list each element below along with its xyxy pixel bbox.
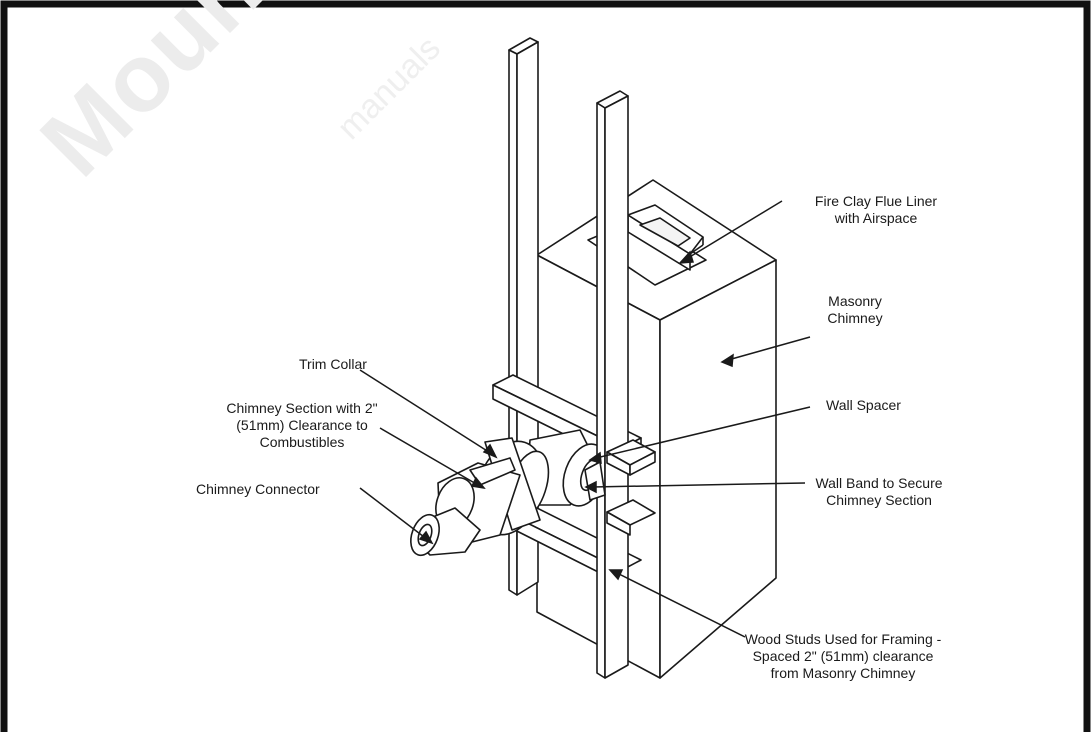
label-wall-band: Wall Band to Secure Chimney Section [796, 475, 962, 509]
leader-lines [359, 200, 811, 638]
label-flue-liner: Fire Clay Flue Liner with Airspace [783, 193, 969, 227]
label-chimney-section-line1: Chimney Section with 2" [226, 400, 378, 416]
label-trim-collar: Trim Collar [299, 356, 367, 372]
label-masonry-line1: Masonry [828, 293, 882, 309]
label-wall-spacer: Wall Spacer [826, 397, 901, 413]
label-wall-band-line2: Chimney Section [826, 492, 932, 508]
label-masonry-line2: Chimney [827, 310, 883, 326]
label-flue-liner-line2: with Airspace [834, 210, 918, 226]
label-chimney-section-line3: Combustibles [259, 434, 345, 450]
label-wood-studs: Wood Studs Used for Framing - Spaced 2" … [718, 631, 968, 682]
label-chimney-section-line2: (51mm) Clearance to [236, 417, 368, 433]
right-stud [596, 90, 629, 679]
label-flue-liner-line1: Fire Clay Flue Liner [814, 193, 938, 209]
label-wood-studs-line2: Spaced 2" (51mm) clearance [752, 648, 934, 664]
wall-band [584, 461, 606, 501]
label-chimney-section: Chimney Section with 2" (51mm) Clearance… [202, 400, 402, 451]
label-masonry-chimney: Masonry Chimney [815, 293, 895, 327]
label-wood-studs-line3: from Masonry Chimney [770, 665, 916, 681]
label-wood-studs-line1: Wood Studs Used for Framing - [744, 631, 942, 647]
label-chimney-connector: Chimney Connector [196, 481, 320, 497]
label-wall-band-line1: Wall Band to Secure [815, 475, 943, 491]
